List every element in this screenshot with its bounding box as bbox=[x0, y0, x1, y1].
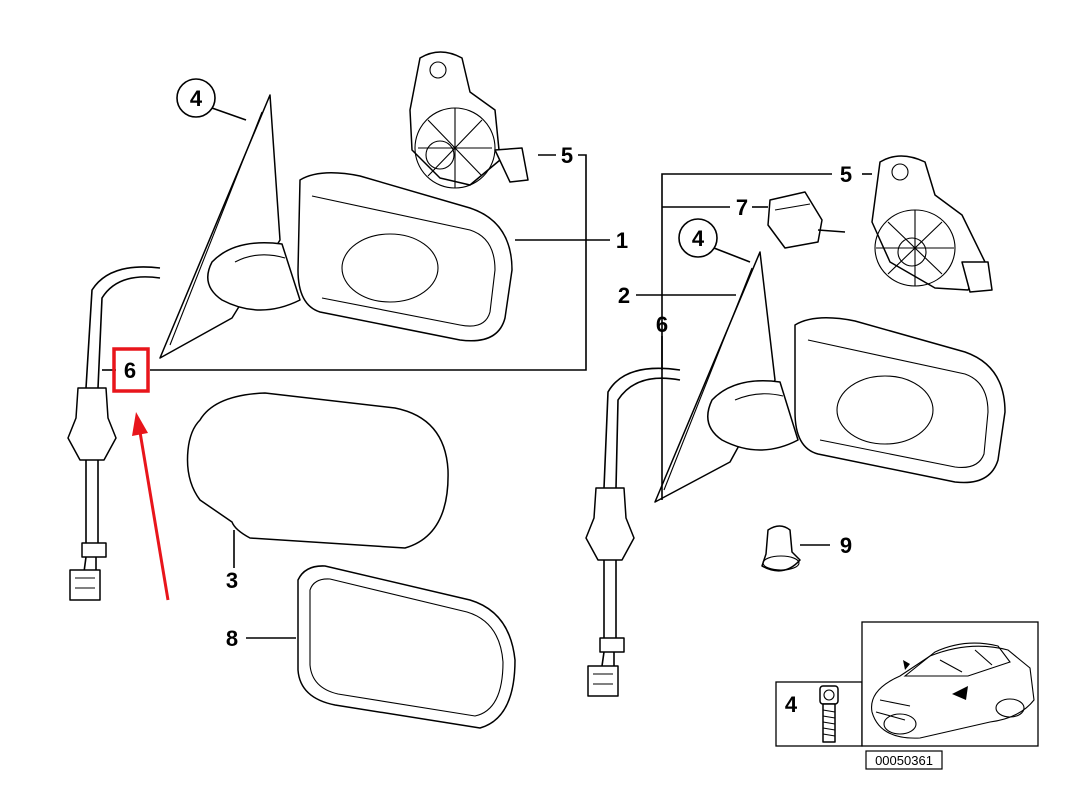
car-icon bbox=[871, 642, 1035, 739]
left-mirror-assembly bbox=[67, 94, 513, 601]
mirror-glass-part-3 bbox=[186, 392, 449, 549]
label-part-1: 1 bbox=[616, 228, 628, 253]
rivet-part-9 bbox=[761, 525, 801, 572]
motor-bracket-left bbox=[409, 51, 529, 189]
highlight-box bbox=[112, 347, 150, 393]
label-part-3: 3 bbox=[226, 568, 238, 593]
label-part-9: 9 bbox=[840, 533, 852, 558]
label-part-8: 8 bbox=[226, 626, 238, 651]
bolt-icon bbox=[819, 685, 839, 743]
reference-code: 00050361 bbox=[875, 753, 933, 768]
right-mirror-assembly bbox=[585, 251, 1006, 697]
label-part-2: 2 bbox=[618, 283, 630, 308]
inset-panel: 4 00050361 bbox=[775, 621, 1039, 770]
label-part-6-right: 6 bbox=[656, 312, 668, 337]
mirror-frame-part-8 bbox=[297, 565, 516, 729]
label-part-5-left: 5 bbox=[561, 143, 573, 168]
label-part-6-left: 6 bbox=[124, 358, 136, 383]
label-part-5-right: 5 bbox=[840, 162, 852, 187]
label-part-4-inset: 4 bbox=[785, 692, 798, 717]
label-part-4-left: 4 bbox=[190, 86, 203, 111]
leader-lines bbox=[102, 107, 872, 639]
motor-bracket-right bbox=[871, 155, 993, 293]
label-part-4-right: 4 bbox=[692, 226, 705, 251]
callout-circle-4-left bbox=[176, 78, 216, 118]
highlight-arrow bbox=[132, 412, 170, 601]
label-part-7: 7 bbox=[736, 195, 748, 220]
small-motor-part-7 bbox=[767, 191, 846, 249]
callout-circle-4-right bbox=[678, 218, 718, 258]
